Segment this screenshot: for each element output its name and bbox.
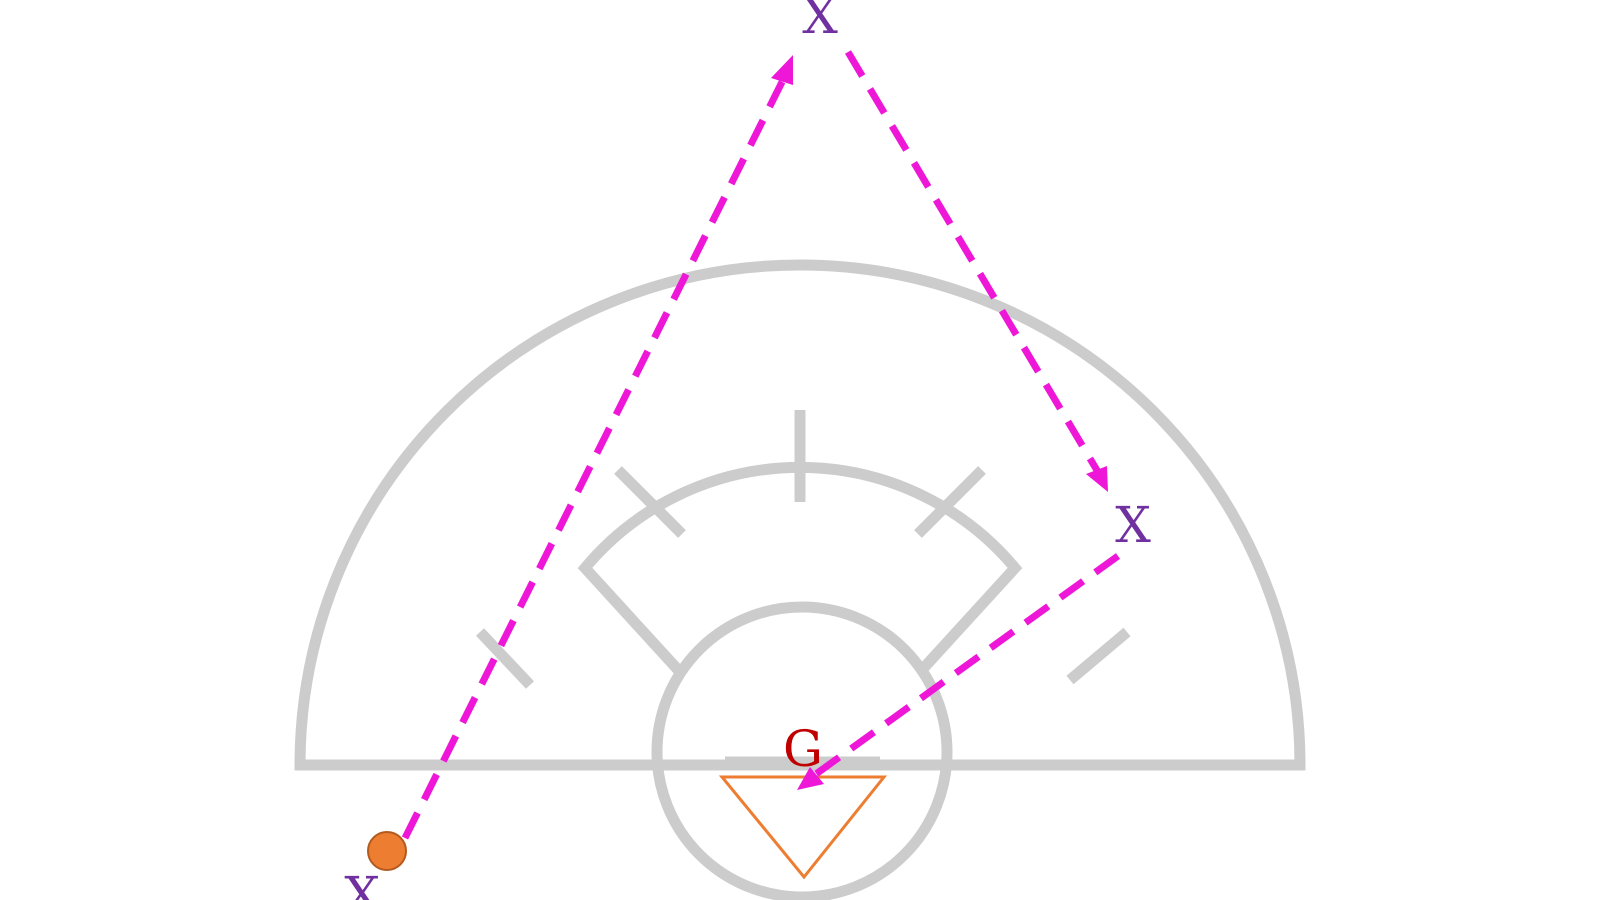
goalie-label: G <box>783 720 823 778</box>
hash-mark-upper-right <box>914 466 986 538</box>
pass-arrow-right-to-goal <box>813 553 1121 777</box>
hash-mark-upper-left <box>614 466 686 538</box>
arrow-head-icon <box>797 767 824 790</box>
hash-mark-right <box>1066 627 1131 685</box>
player-right: X <box>1115 496 1151 554</box>
goal-triangle-icon <box>718 775 888 880</box>
pass-arrow-ball-to-top <box>401 74 789 840</box>
pass-arrow-top-to-right <box>844 50 1102 474</box>
player-top: X <box>802 0 838 45</box>
outer-arc <box>294 259 1306 771</box>
hash-mark-left <box>475 628 535 689</box>
pass-arrows <box>401 50 1121 840</box>
arrow-head-icon <box>1086 466 1108 492</box>
field-markings <box>294 259 1306 900</box>
arrow-head-icon <box>771 55 793 85</box>
crease-circle <box>651 601 953 900</box>
ball-icon <box>367 831 407 871</box>
player-bottom-left: X <box>344 866 380 900</box>
